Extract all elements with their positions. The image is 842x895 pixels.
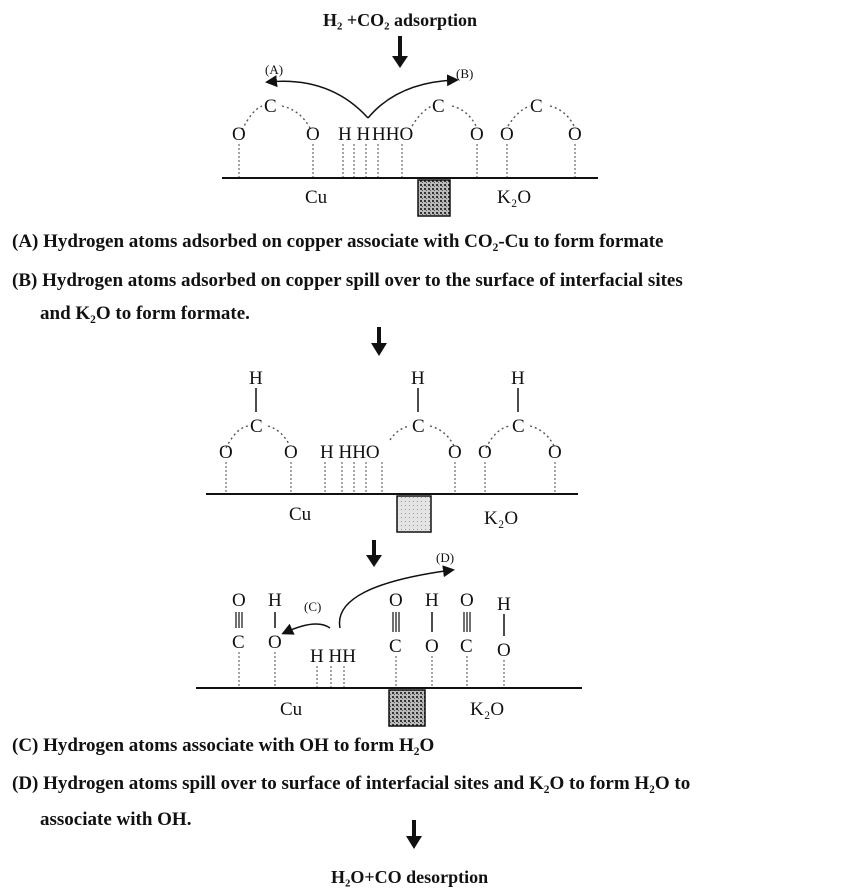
atom-c: C	[432, 96, 445, 117]
atom-o: O	[284, 442, 298, 463]
step2-diagram: H C O O H HHO H C O H C O O Cu K₂O	[206, 368, 578, 533]
atom-o: O	[306, 124, 320, 145]
bottom-title-text: H₂O+CO desorption	[331, 867, 489, 887]
flow-arrow-4	[406, 820, 422, 849]
atom-o: O	[548, 442, 562, 463]
flow-arrow-2	[371, 327, 387, 356]
atom-o: O	[497, 640, 511, 661]
surface-k2o-label: K₂O	[470, 699, 504, 720]
flow-arrow-3	[366, 540, 382, 567]
surface-cu-label: Cu	[280, 699, 303, 720]
atom-h: H	[411, 368, 425, 389]
surface-k2o-label: K₂O	[484, 508, 518, 529]
atom-c: C	[389, 636, 402, 657]
atom-o: O	[219, 442, 233, 463]
bottom-title: H₂O+CO desorption	[331, 867, 488, 888]
atom-o: O	[470, 124, 484, 145]
atom-c: C	[512, 416, 525, 437]
atom-h: H	[425, 590, 439, 611]
caption-c: (C) Hydrogen atoms associate with OH to …	[12, 735, 435, 756]
arrow-d	[338, 565, 455, 629]
top-title-text: H₂ +CO₂ adsorption	[323, 10, 478, 30]
interfacial-site	[396, 495, 432, 533]
surface-cu-label: Cu	[289, 504, 312, 525]
caption-b-line1: (B) Hydrogen atoms adsorbed on copper sp…	[12, 270, 683, 291]
hydrogen-oxygen-atoms: HHO	[372, 124, 413, 145]
caption-a: (A) Hydrogen atoms adsorbed on copper as…	[12, 231, 664, 252]
atom-h: H	[249, 368, 263, 389]
caption-d-line2: associate with OH.	[40, 809, 192, 830]
atom-o: O	[478, 442, 492, 463]
atom-c: C	[264, 96, 277, 117]
atom-c: C	[412, 416, 425, 437]
arrow-c	[281, 623, 331, 635]
arrow-a	[265, 75, 369, 119]
atom-c: C	[250, 416, 263, 437]
label-c: (C)	[304, 599, 321, 614]
caption-d-line1: (D) Hydrogen atoms spill over to surface…	[12, 773, 691, 794]
hydrogen-atoms: H H	[338, 124, 370, 145]
atom-o: O	[232, 590, 246, 611]
interfacial-site	[388, 689, 426, 727]
step1-diagram: (A) (B) O C O H H HHO C O O C O Cu K₂O	[222, 62, 598, 217]
atom-h: H	[511, 368, 525, 389]
atom-o: O	[448, 442, 462, 463]
atom-c: C	[460, 636, 473, 657]
atom-o: O	[500, 124, 514, 145]
top-title: H₂ +CO₂ adsorption	[323, 10, 477, 31]
surface-k2o-label: K₂O	[497, 187, 531, 208]
atom-o: O	[389, 590, 403, 611]
atom-o: O	[568, 124, 582, 145]
surface-cu-label: Cu	[305, 187, 328, 208]
atom-c: C	[530, 96, 543, 117]
hydrogen-oxygen-atoms: H HHO	[320, 442, 380, 463]
atom-o: O	[425, 636, 439, 657]
label-b: (B)	[456, 66, 473, 81]
atom-o: O	[460, 590, 474, 611]
arrow-b	[367, 74, 459, 119]
label-a: (A)	[265, 62, 283, 77]
label-d: (D)	[436, 550, 454, 565]
hydrogen-atoms: H HH	[310, 646, 356, 667]
step3-diagram: (D) (C) O C H O H HH O C H O O C H O	[196, 550, 582, 727]
caption-b-line2: and K₂O to form formate.	[40, 303, 250, 324]
atom-h: H	[497, 594, 511, 615]
atom-o: O	[268, 632, 282, 653]
atom-o: O	[232, 124, 246, 145]
interfacial-site	[417, 179, 451, 217]
atom-c: C	[232, 632, 245, 653]
flow-arrow-1	[392, 36, 408, 68]
atom-h: H	[268, 590, 282, 611]
